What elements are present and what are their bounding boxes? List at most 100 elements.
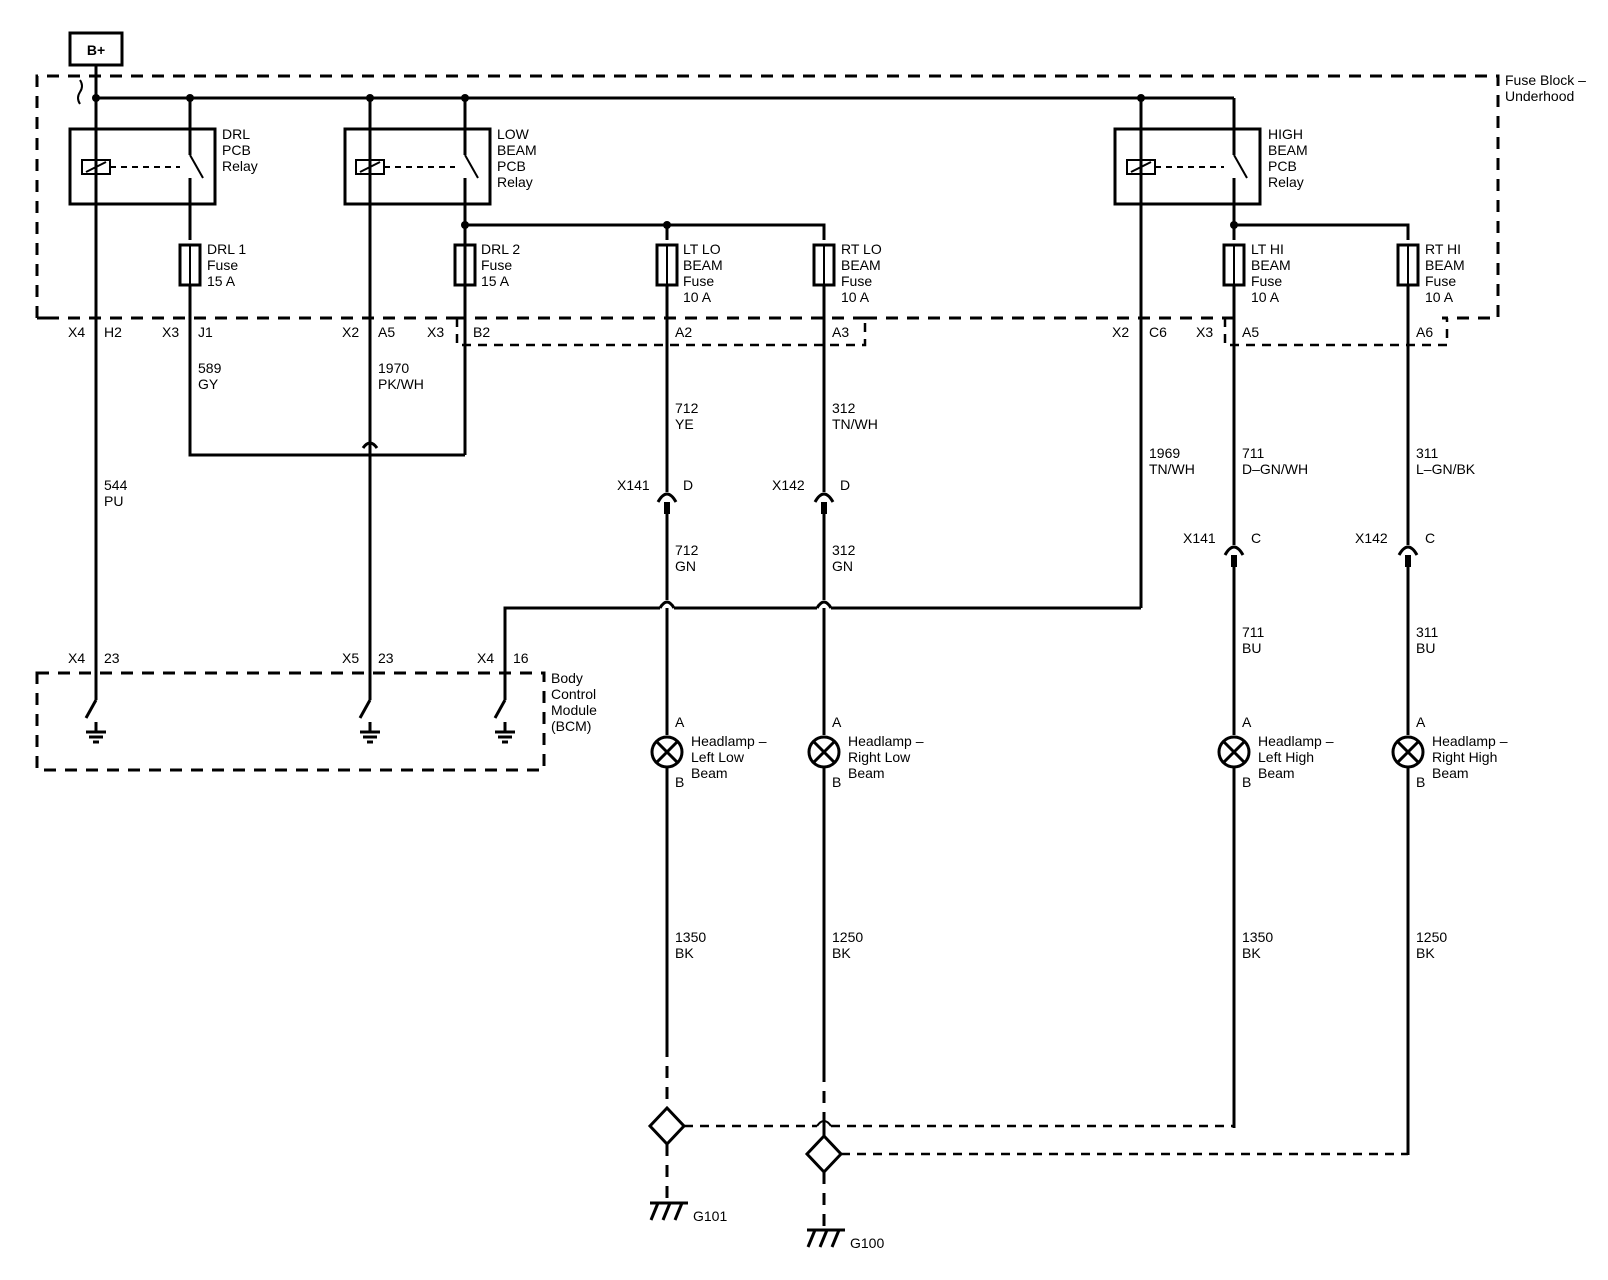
lamp-label: Left High: [1258, 749, 1314, 765]
fuse-label: 10 A: [1251, 289, 1280, 305]
wire-label: BK: [675, 945, 694, 961]
splice-g101: [647, 1105, 1236, 1200]
headlamp-left-low-beam: A B Headlamp – Left Low Beam: [650, 714, 767, 790]
pin-label: X2: [1112, 324, 1129, 340]
pin-label: 23: [378, 650, 394, 666]
ground-g100: G100: [806, 1228, 884, 1251]
connector-x142-c: X142 C: [1355, 530, 1435, 567]
bus-break-symbol: [77, 79, 83, 105]
lamp-pin: B: [675, 774, 684, 790]
drl-relay-label: PCB: [222, 142, 251, 158]
pin-label: B2: [473, 324, 490, 340]
bcm-label: Module: [551, 702, 597, 718]
wire-label: 312: [832, 542, 856, 558]
high-beam-pcb-relay: HIGH BEAM PCB Relay: [1113, 98, 1308, 240]
wire-label: BU: [1242, 640, 1261, 656]
fuse-label: 15 A: [207, 273, 236, 289]
high-relay-label: Relay: [1268, 174, 1304, 190]
wire-label: 544: [104, 477, 128, 493]
pin-label: X3: [162, 324, 179, 340]
wire-label: 311: [1416, 624, 1439, 640]
pin-label: A3: [832, 324, 849, 340]
pin-label: X3: [427, 324, 444, 340]
ground-label: G100: [850, 1235, 884, 1251]
connector-pin: D: [840, 477, 850, 493]
lamp-pin: A: [1416, 714, 1426, 730]
lamp-label: Beam: [848, 765, 885, 781]
lamp-label: Beam: [691, 765, 728, 781]
lamp-label: Headlamp –: [1432, 733, 1508, 749]
low-relay-label: BEAM: [497, 142, 537, 158]
fuse-label: DRL 2: [481, 241, 520, 257]
connector-x142-d: X142 D: [772, 477, 850, 514]
fuse-rt-hi-beam: RT HI BEAM Fuse 10 A: [1396, 241, 1465, 305]
pin-label: X4: [68, 324, 85, 340]
wire-label: 1250: [832, 929, 863, 945]
connector-name: X141: [617, 477, 650, 493]
lamp-pin: B: [1242, 774, 1251, 790]
wire-label: 1350: [675, 929, 706, 945]
pin-label: J1: [198, 324, 213, 340]
fuse-label: 10 A: [841, 289, 870, 305]
lamp-label: Headlamp –: [848, 733, 924, 749]
lamp-label: Beam: [1432, 765, 1469, 781]
wire-label: BK: [832, 945, 851, 961]
pin-label: 23: [104, 650, 120, 666]
connector-pin: C: [1425, 530, 1435, 546]
high-relay-label: PCB: [1268, 158, 1297, 174]
supply-label: B+: [87, 42, 105, 58]
high-relay-label: BEAM: [1268, 142, 1308, 158]
fuse-label: Fuse: [1251, 273, 1282, 289]
fuse-label: BEAM: [1425, 257, 1465, 273]
wire-label: 311: [1416, 445, 1439, 461]
wire-label: 1969: [1149, 445, 1180, 461]
drl-relay-label: Relay: [222, 158, 258, 174]
wire-label: 712: [675, 542, 699, 558]
lamp-label: Left Low: [691, 749, 745, 765]
pin-label: H2: [104, 324, 122, 340]
low-relay-label: Relay: [497, 174, 533, 190]
fuse-label: 10 A: [683, 289, 712, 305]
fuse-label: DRL 1: [207, 241, 246, 257]
wire-589-gy: [188, 285, 465, 457]
lamp-label: Beam: [1258, 765, 1295, 781]
connector-pin: C: [1251, 530, 1261, 546]
fuse-block-underhood: Fuse Block – Underhood: [35, 72, 1586, 347]
wire-label: 589: [198, 360, 222, 376]
lamp-pin: B: [1416, 774, 1425, 790]
pin-label: A5: [378, 324, 395, 340]
fuse-label: LT HI: [1251, 241, 1284, 257]
pin-label: A6: [1416, 324, 1433, 340]
wire-label: PU: [104, 493, 123, 509]
headlamp-right-low-beam: A B Headlamp – Right Low Beam: [807, 714, 924, 790]
fuse-block-pins: X4 H2 X3 J1 X2 A5 X3 B2 A2 A3 X2 C6 X3 A…: [68, 324, 1433, 340]
drl-pcb-relay: DRL PCB Relay: [68, 98, 258, 240]
wire-1969-bus: [503, 606, 1141, 700]
pin-label: X3: [1196, 324, 1213, 340]
lamp-label: Headlamp –: [1258, 733, 1334, 749]
wire-labels: 589 GY 1970 PK/WH 544 PU 712 YE 312 TN/W…: [104, 360, 1476, 961]
bcm-label: Control: [551, 686, 596, 702]
connector-x141-c: X141 C: [1183, 530, 1261, 567]
fuse-lt-hi-beam: LT HI BEAM Fuse 10 A: [1222, 241, 1291, 305]
lamp-label: Headlamp –: [691, 733, 767, 749]
wire-label: BK: [1242, 945, 1261, 961]
lamp-pin: A: [1242, 714, 1252, 730]
wire-label: 312: [832, 400, 856, 416]
wire-label: 1970: [378, 360, 409, 376]
wire-label: YE: [675, 416, 694, 432]
wire-label: GN: [675, 558, 696, 574]
pin-label: A2: [675, 324, 692, 340]
fuse-label: Fuse: [481, 257, 512, 273]
wire-label: 1250: [1416, 929, 1447, 945]
low-relay-label: PCB: [497, 158, 526, 174]
wire-label: 711: [1242, 445, 1265, 461]
wire-label: PK/WH: [378, 376, 424, 392]
wire-label: 711: [1242, 624, 1265, 640]
headlamp-right-high-beam: A B Headlamp – Right High Beam: [1391, 714, 1508, 790]
connector-name: X141: [1183, 530, 1216, 546]
wire-label: GY: [198, 376, 219, 392]
lamp-pin: A: [832, 714, 842, 730]
fuse-label: Fuse: [841, 273, 872, 289]
